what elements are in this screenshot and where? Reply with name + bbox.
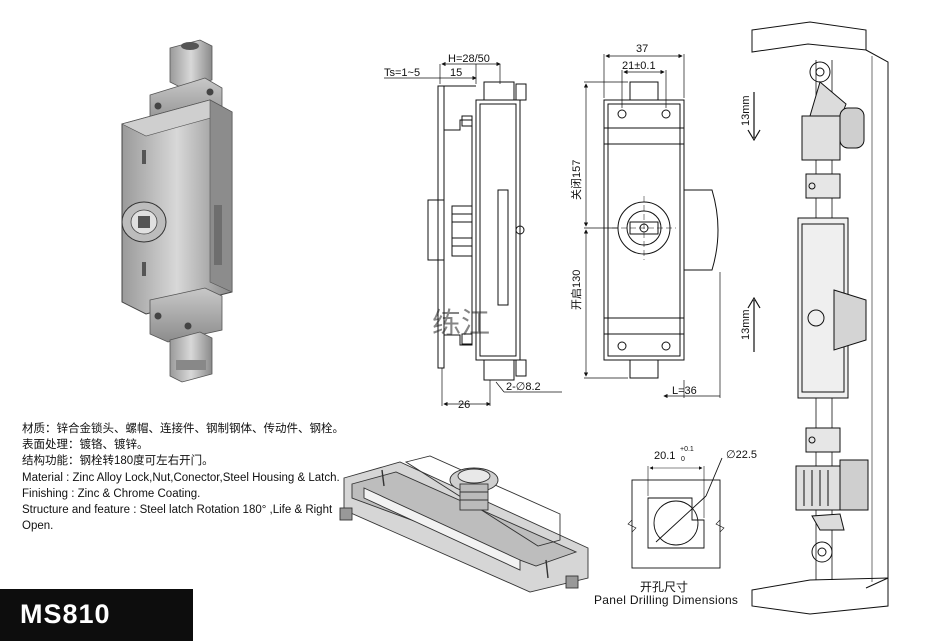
dim-front-21: 21±0.1 xyxy=(622,60,656,72)
dim-side-ts: Ts=1~5 xyxy=(384,67,420,79)
spec-structure-zh: 结构功能：钢栓转180度可左右开门。 xyxy=(22,455,214,468)
dim-side-hole: 2-∅8.2 xyxy=(506,381,541,393)
spec-material-zh: 材质：锌合金锁头、螺帽、连接件、钢制钢体、传动件、钢栓。 xyxy=(22,423,344,435)
panel-drilling-label-zh: 开孔尺寸 xyxy=(640,580,689,594)
dim-panel-tol-zero: 0 xyxy=(681,456,685,463)
spec-finishing-en: Finishing : Zinc & Chrome Coating. xyxy=(22,487,201,500)
product-render xyxy=(121,39,233,383)
dim-side-h: H=28/50 xyxy=(448,53,490,65)
dim-panel-w: 20.1 xyxy=(654,450,675,462)
panel-drilling-drawing xyxy=(627,457,725,569)
watermark-text: 练江 xyxy=(432,306,491,340)
side-view-drawing xyxy=(384,61,562,407)
dim-panel-tol-plus: +0.1 xyxy=(680,446,694,453)
dim-front-open: 开启130 xyxy=(570,270,583,310)
spec-material-en: Material : Zinc Alloy Lock,Nut,Conector,… xyxy=(22,471,340,484)
dim-front-37: 37 xyxy=(636,43,648,55)
dim-side-26: 26 xyxy=(458,399,470,411)
panel-drilling-label-en: Panel Drilling Dimensions xyxy=(594,593,739,607)
spec-finishing-zh: 表面处理：镀铬、镀锌。 xyxy=(22,439,149,452)
dim-front-L: L=36 xyxy=(672,385,697,397)
model-badge: MS810 xyxy=(0,589,193,641)
spec-structure-en: Structure and feature : Steel latch Rota… xyxy=(22,504,333,533)
dim-panel-d: ∅22.5 xyxy=(726,449,757,461)
dim-side-15: 15 xyxy=(450,67,462,79)
dim-install-bottom: 13mm xyxy=(740,309,752,340)
dim-install-top: 13mm xyxy=(740,95,752,126)
spec-text-block: 材质：锌合金锁头、螺帽、连接件、钢制钢体、传动件、钢栓。 表面处理：镀铬、镀锌。… xyxy=(22,421,352,534)
dim-front-closed: 关闭157 xyxy=(569,160,583,200)
bracket-render xyxy=(339,455,589,593)
installation-drawing xyxy=(747,21,889,615)
front-view-drawing xyxy=(583,53,721,399)
model-number: MS810 xyxy=(20,599,111,629)
